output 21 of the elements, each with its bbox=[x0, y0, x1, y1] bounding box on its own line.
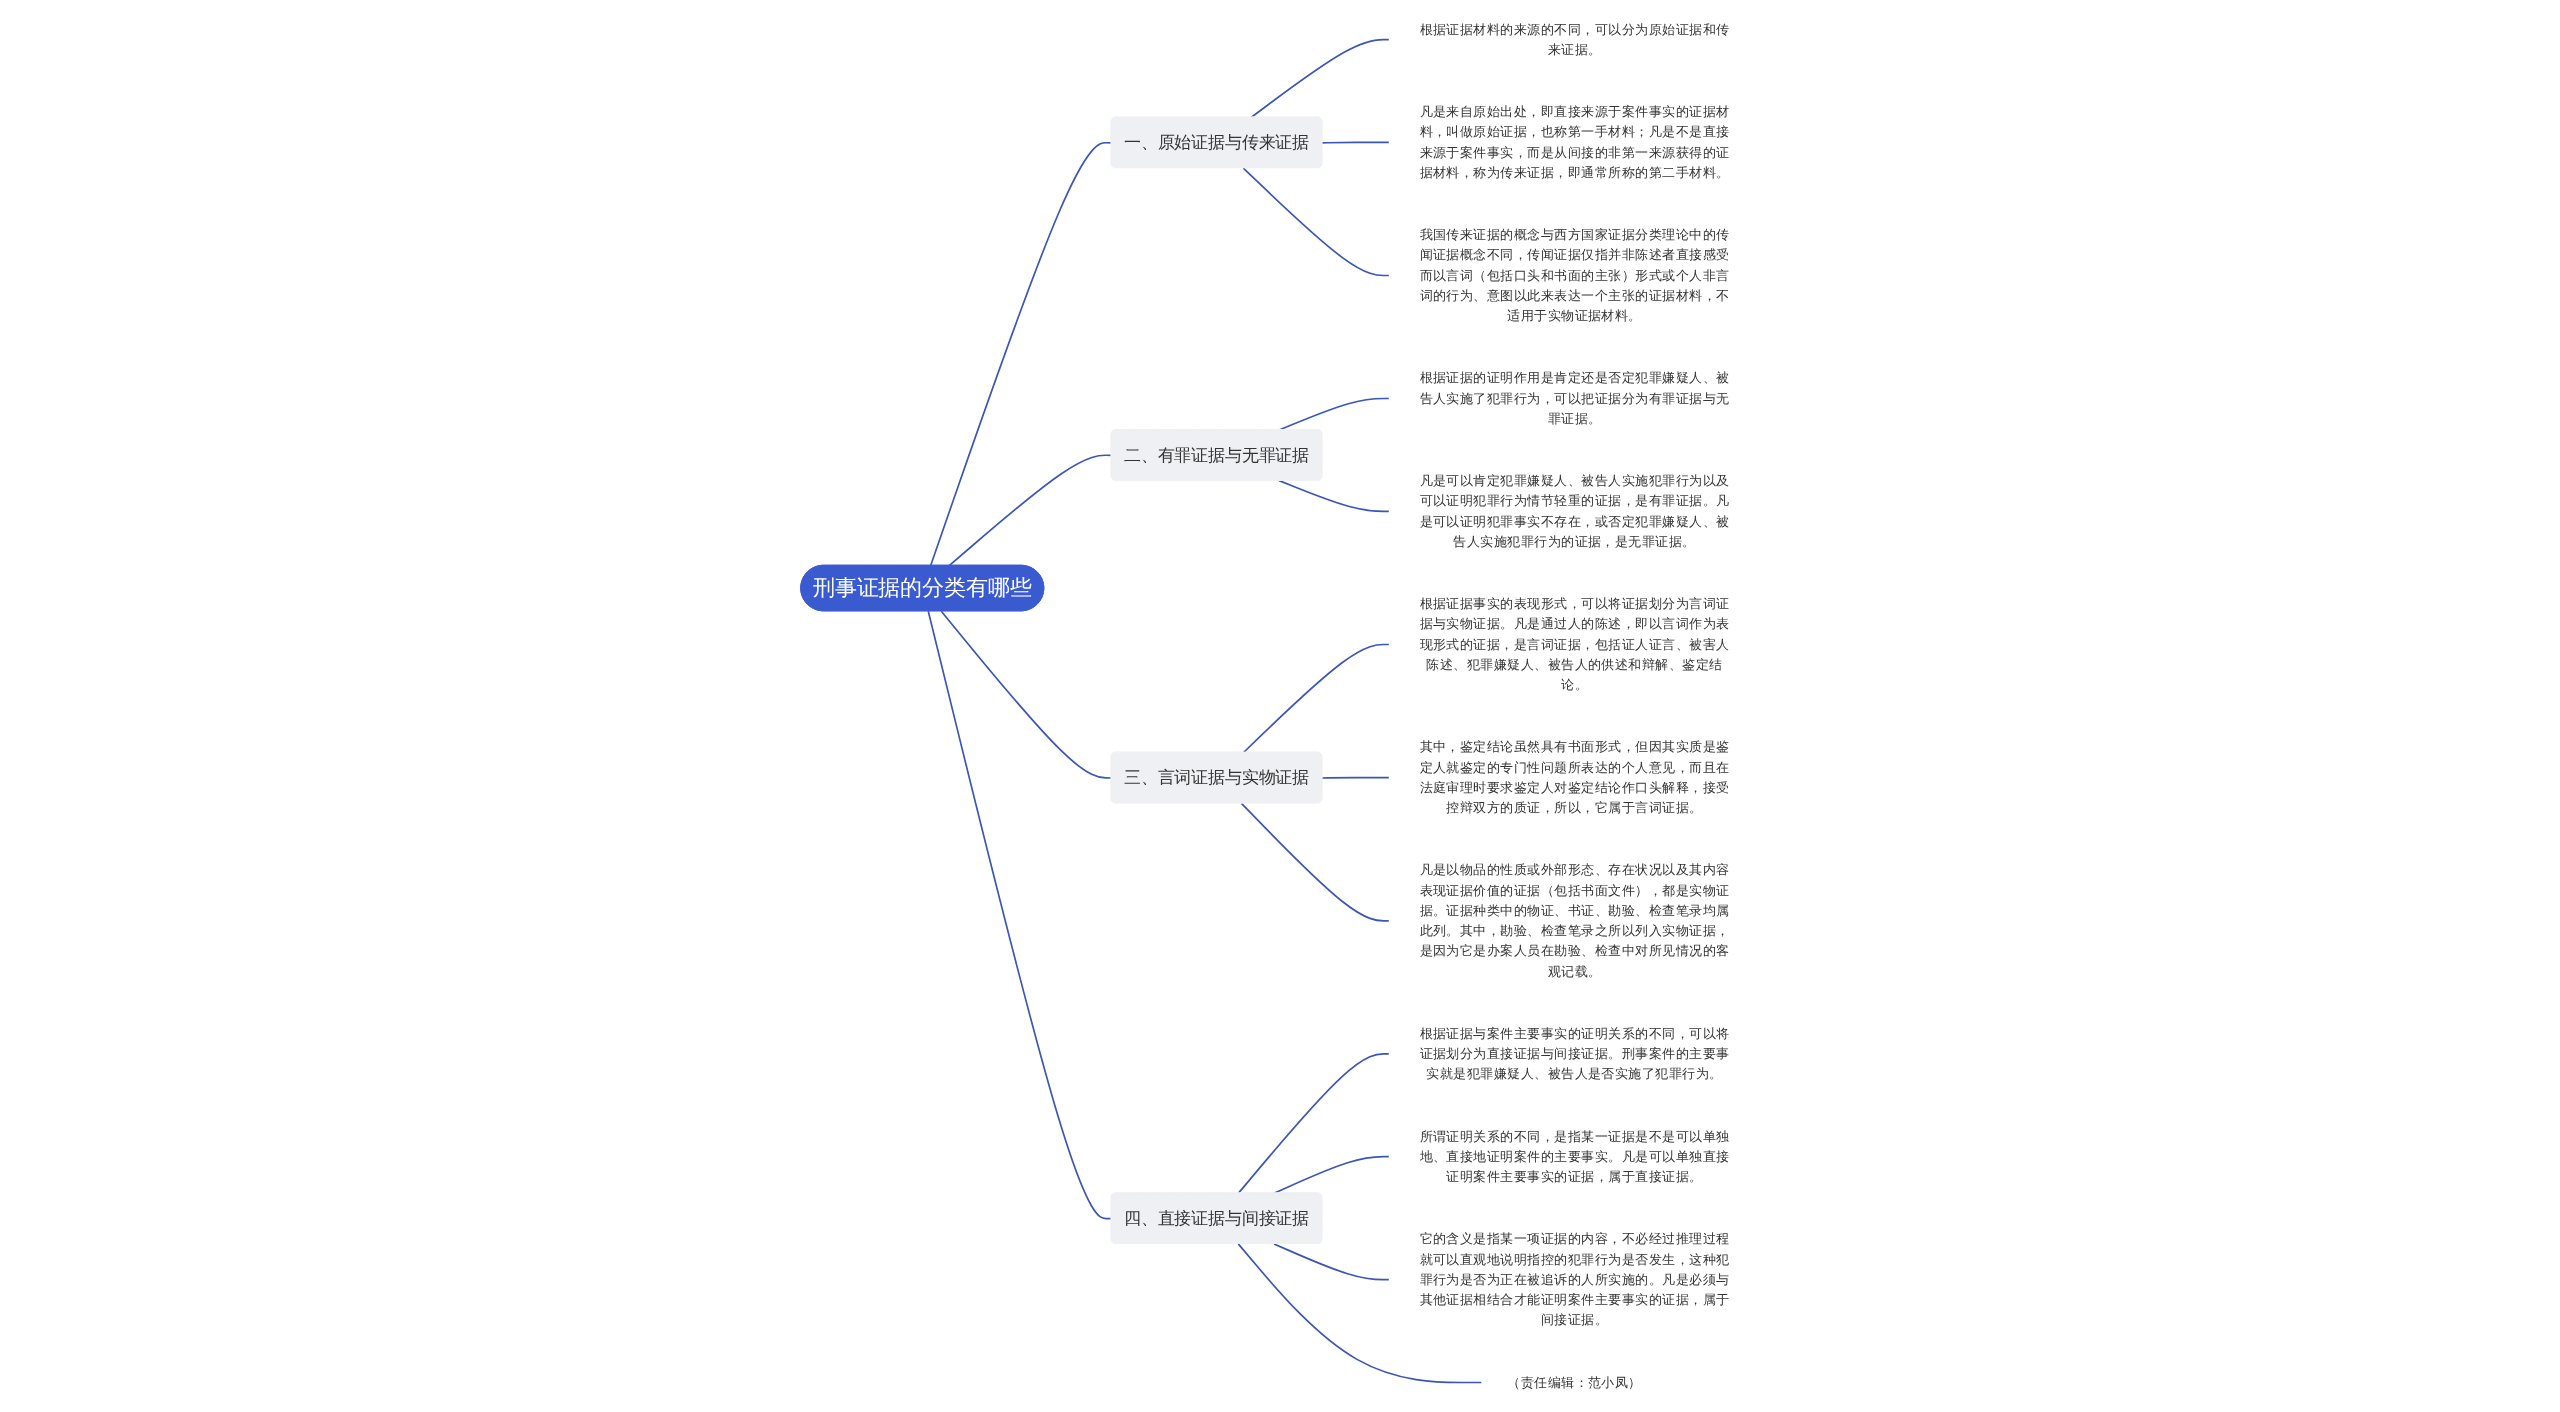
node-text: 凡是可以肯定犯罪嫌疑人、被告人实施犯罪行为以及可以证明犯罪行为情节轻重的证据，是有罪证据。凡是可以证明犯罪事实不存在，或否定犯罪嫌疑人、被告人实施犯罪行为的证据，是无罪证据。 bbox=[1419, 472, 1730, 550]
node-text: 根据证据与案件主要事实的证明关系的不同，可以将证据划分为直接证据与间接证据。刑事案件的主要事实就是犯罪嫌疑人、被告人是否实施了犯罪行为。 bbox=[1419, 1025, 1730, 1082]
connector bbox=[1321, 141, 1390, 144]
connector bbox=[1237, 1243, 1483, 1384]
node-text: 其中，鉴定结论虽然具有书面形式，但因其实质是鉴定人就鉴定的专门性问题所表达的个人意见，而且在法庭审理时要求鉴定人对鉴定结论作口头解释，接受控辩双方的质证，所以，它属于言词证据。 bbox=[1419, 738, 1730, 816]
node-text: （责任编辑：范小凤） bbox=[1506, 1374, 1642, 1391]
connector bbox=[1249, 38, 1390, 119]
node-text: 根据证据材料的来源的不同，可以分为原始证据和传来证据。 bbox=[1419, 21, 1730, 58]
node-text: 它的含义是指某一项证据的内容，不必经过推理过程就可以直观地说明指控的犯罪行为是否发生，这种犯罪行为是否为正在被追诉的人所实施的。凡是必须与其他证据相结合才能证明案件主要事实的证据，属于间接证据。 bbox=[1419, 1230, 1730, 1328]
connector bbox=[1242, 167, 1390, 277]
node-text: 根据证据事实的表现形式，可以将证据划分为言词证据与实物证据。凡是通过人的陈述，即以言词作为表现形式的证据，是言词证据，包括证人证言、被害人陈述、犯罪嫌疑人、被告人的供述和辩解、鉴定结论。 bbox=[1419, 595, 1730, 693]
connector bbox=[1321, 776, 1390, 779]
node-text: 凡是以物品的性质或外部形态、存在状况以及其内容表现证据价值的证据（包括书面文件），都是实物证据。证据种类中的物证、书证、勘验、检查笔录均属此列。其中，勘验、检查笔录之所以列入实物证据，是因为它是办案人员在勘验、检查中对所见情况的客观记载。 bbox=[1419, 861, 1730, 979]
connector bbox=[1272, 1243, 1390, 1281]
connector bbox=[1240, 802, 1390, 922]
node-text: 根据证据的证明作用是肯定还是否定犯罪嫌疑人、被告人实施了犯罪行为，可以把证据分为有罪证据与无罪证据。 bbox=[1419, 369, 1730, 427]
node-text: 凡是来自原始出处，即直接来源于案件事实的证据材料，叫做原始证据，也称第一手材料；凡是不是直接来源于案件事实，而是从间接的非第一来源获得的证据材料，称为传来证据，即通常所称的第二手材料。 bbox=[1419, 103, 1730, 181]
connector bbox=[1242, 643, 1390, 754]
node-text: 所谓证明关系的不同，是指某一证据是不是可以单独地、直接地证明案件的主要事实。凡是可以单独直接证明案件主要事实的证据，属于直接证据。 bbox=[1419, 1128, 1730, 1185]
node-text: 我国传来证据的概念与西方国家证据分类理论中的传闻证据概念不同，传闻证据仅指并非陈述者直接感受而以言词（包括口头和书面的主张）形式或个人非言词的行为、意图以此来表达一个主张的证据材料，不适用于实物证据材料。 bbox=[1419, 226, 1730, 324]
connector bbox=[1278, 479, 1390, 513]
